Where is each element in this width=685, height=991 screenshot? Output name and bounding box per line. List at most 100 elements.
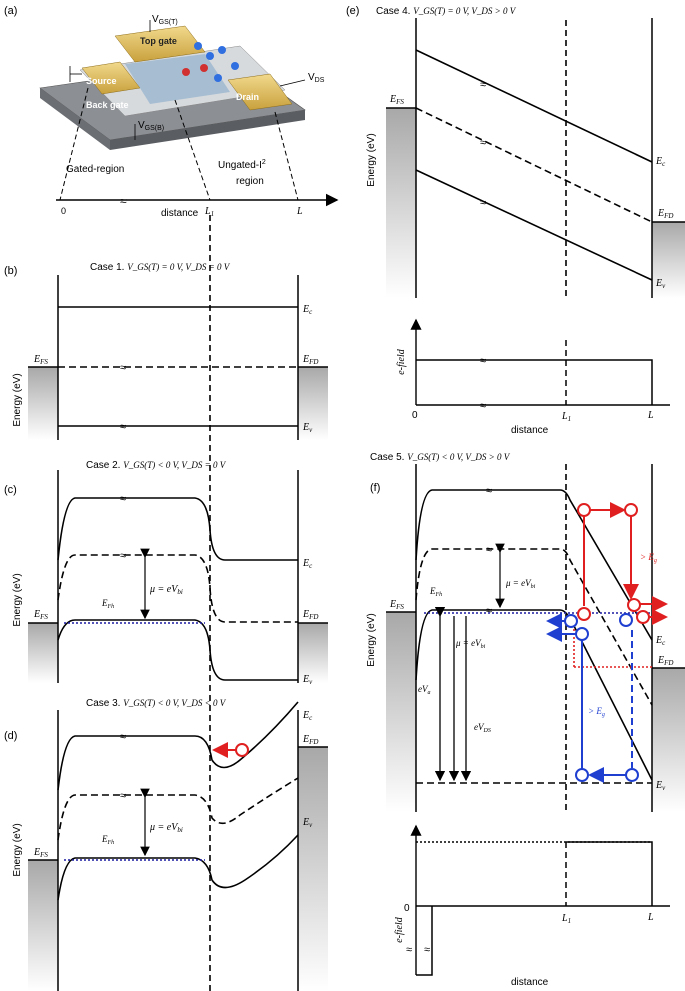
source-metal bbox=[28, 860, 58, 991]
gt-eg-label-red: > Eg bbox=[640, 552, 657, 564]
electron-carrier-icon bbox=[575, 627, 589, 641]
mu-label: μ = eVbi bbox=[505, 578, 536, 590]
panel-label-b: (b) bbox=[4, 265, 17, 277]
mu-label: μ = eVbi bbox=[149, 822, 183, 834]
energy-axis-label: Energy (eV) bbox=[366, 613, 377, 666]
panel-b: (b) Case 1. V_GS(T) = 0 V, V_DS = 0 V ≈ … bbox=[4, 262, 328, 440]
tick-zero: 0 bbox=[412, 410, 418, 421]
efield-axis-label: e-field bbox=[396, 348, 407, 375]
panel-d: (d) Case 3. V_GS(T) < 0 V, V_DS < 0 V μ … bbox=[4, 698, 328, 991]
axis-break-mark: ≈ bbox=[480, 400, 486, 412]
ev-label: Ev bbox=[302, 422, 313, 434]
ungated-region-label-2: region bbox=[236, 176, 264, 187]
valence-band bbox=[57, 619, 298, 681]
intrinsic-level bbox=[57, 777, 299, 841]
energy-axis-label: Energy (eV) bbox=[12, 373, 23, 426]
eva-label: eVa bbox=[418, 684, 431, 696]
distance-label: distance bbox=[511, 425, 549, 436]
distance-label: distance bbox=[161, 208, 199, 219]
drain-metal bbox=[298, 623, 328, 683]
electron-carrier-icon bbox=[564, 614, 578, 628]
efs-label: EFS bbox=[33, 847, 48, 859]
efs-label: EFS bbox=[389, 94, 404, 106]
efield-axis-label: e-field bbox=[394, 916, 405, 943]
conduction-band bbox=[57, 497, 298, 561]
ec-label: Ec bbox=[302, 558, 313, 570]
intrinsic-level bbox=[415, 548, 653, 706]
axis-break-mark: ≈ bbox=[486, 544, 492, 556]
tick-l: L bbox=[296, 206, 303, 217]
axis-break-mark: ≈ bbox=[120, 731, 126, 743]
energy-axis-label: Energy (eV) bbox=[12, 573, 23, 626]
tick-l1: L1 bbox=[561, 913, 571, 925]
vgs-bottom-label: VGS(B) bbox=[138, 120, 164, 132]
drain-metal bbox=[652, 668, 685, 812]
tick-l: L bbox=[647, 410, 654, 421]
vgs-top-label: VGS(T) bbox=[152, 14, 178, 26]
source-metal bbox=[28, 367, 58, 440]
efd-label: EFD bbox=[657, 208, 673, 220]
efs-label: EFS bbox=[389, 599, 404, 611]
axis-break-mark: ≈ bbox=[480, 197, 486, 209]
drain-metal bbox=[652, 222, 685, 298]
back-gate-side bbox=[40, 88, 110, 150]
efd-label: EFD bbox=[302, 609, 318, 621]
axis-break-mark: ≈ bbox=[120, 493, 126, 505]
efh-label: EFh bbox=[429, 586, 442, 598]
energy-axis-label: Energy (eV) bbox=[366, 133, 377, 186]
distance-label: distance bbox=[511, 977, 549, 988]
mu-label-2: μ = eVbi bbox=[455, 638, 486, 650]
panel-label-f: (f) bbox=[370, 482, 380, 494]
projection-line bbox=[174, 99, 211, 201]
efd-label: EFD bbox=[302, 354, 318, 366]
top-gate-label: Top gate bbox=[140, 36, 177, 46]
drain-label: Drain bbox=[236, 92, 259, 102]
back-gate-front bbox=[110, 110, 305, 150]
ev-label: Ev bbox=[655, 780, 666, 792]
source-label: Source bbox=[86, 76, 117, 86]
vds-label: VDS bbox=[308, 72, 325, 84]
efield-profile bbox=[416, 359, 653, 405]
conduction-band bbox=[415, 489, 653, 641]
source-metal bbox=[28, 623, 58, 683]
valence-band bbox=[415, 169, 653, 281]
efh-label: EFh bbox=[101, 598, 114, 610]
valence-band bbox=[57, 834, 299, 901]
panel-a: (a) VGS(T) Top gate Source Drain VDS Bac… bbox=[4, 5, 339, 219]
intrinsic-level bbox=[415, 107, 653, 223]
electron-dot bbox=[194, 42, 202, 50]
efs-label: EFS bbox=[33, 609, 48, 621]
efd-label: EFD bbox=[657, 655, 673, 667]
source-metal bbox=[386, 612, 416, 812]
drain-contact bbox=[227, 73, 293, 111]
efield-profile-source bbox=[416, 906, 433, 976]
axis-break-mark: ≈ bbox=[120, 550, 126, 562]
case4-title: Case 4. V_GS(T) = 0 V, V_DS > 0 V bbox=[376, 6, 517, 17]
case2-title: Case 2. V_GS(T) < 0 V, V_DS = 0 V bbox=[86, 460, 227, 471]
axis-break-mark: ≈ bbox=[120, 790, 126, 802]
axis-break-mark: ≈ bbox=[480, 137, 486, 149]
case1-title: Case 1. V_GS(T) = 0 V, V_DS = 0 V bbox=[90, 262, 231, 273]
axis-break-mark: ≈ bbox=[424, 944, 430, 956]
projection-line bbox=[59, 87, 89, 201]
evds-label: eVDS bbox=[474, 722, 491, 734]
panel-e: (e) Case 4. V_GS(T) = 0 V, V_DS > 0 V ≈ … bbox=[346, 5, 685, 436]
gt-eg-label-blue: > Eg bbox=[588, 706, 605, 718]
conduction-band bbox=[415, 49, 653, 163]
mu-label: μ = eVbi bbox=[149, 584, 183, 596]
electron-dot bbox=[218, 46, 226, 54]
electron-carrier-icon bbox=[625, 768, 639, 782]
hole-carrier-icon bbox=[235, 743, 249, 757]
ev-label: Ev bbox=[655, 278, 666, 290]
efh-label: EFh bbox=[101, 834, 114, 846]
axis-break-mark: ≈ bbox=[120, 421, 126, 433]
hole-dot bbox=[182, 68, 190, 76]
ec-label: Ec bbox=[655, 635, 666, 647]
ungated-region-label: Ungated-I2 bbox=[218, 159, 266, 171]
efd-label: EFD bbox=[302, 734, 318, 746]
axis-break-mark: ≈ bbox=[406, 944, 412, 956]
hole-carrier-icon bbox=[627, 598, 641, 612]
efs-label: EFS bbox=[33, 354, 48, 366]
intrinsic-level bbox=[57, 554, 298, 623]
